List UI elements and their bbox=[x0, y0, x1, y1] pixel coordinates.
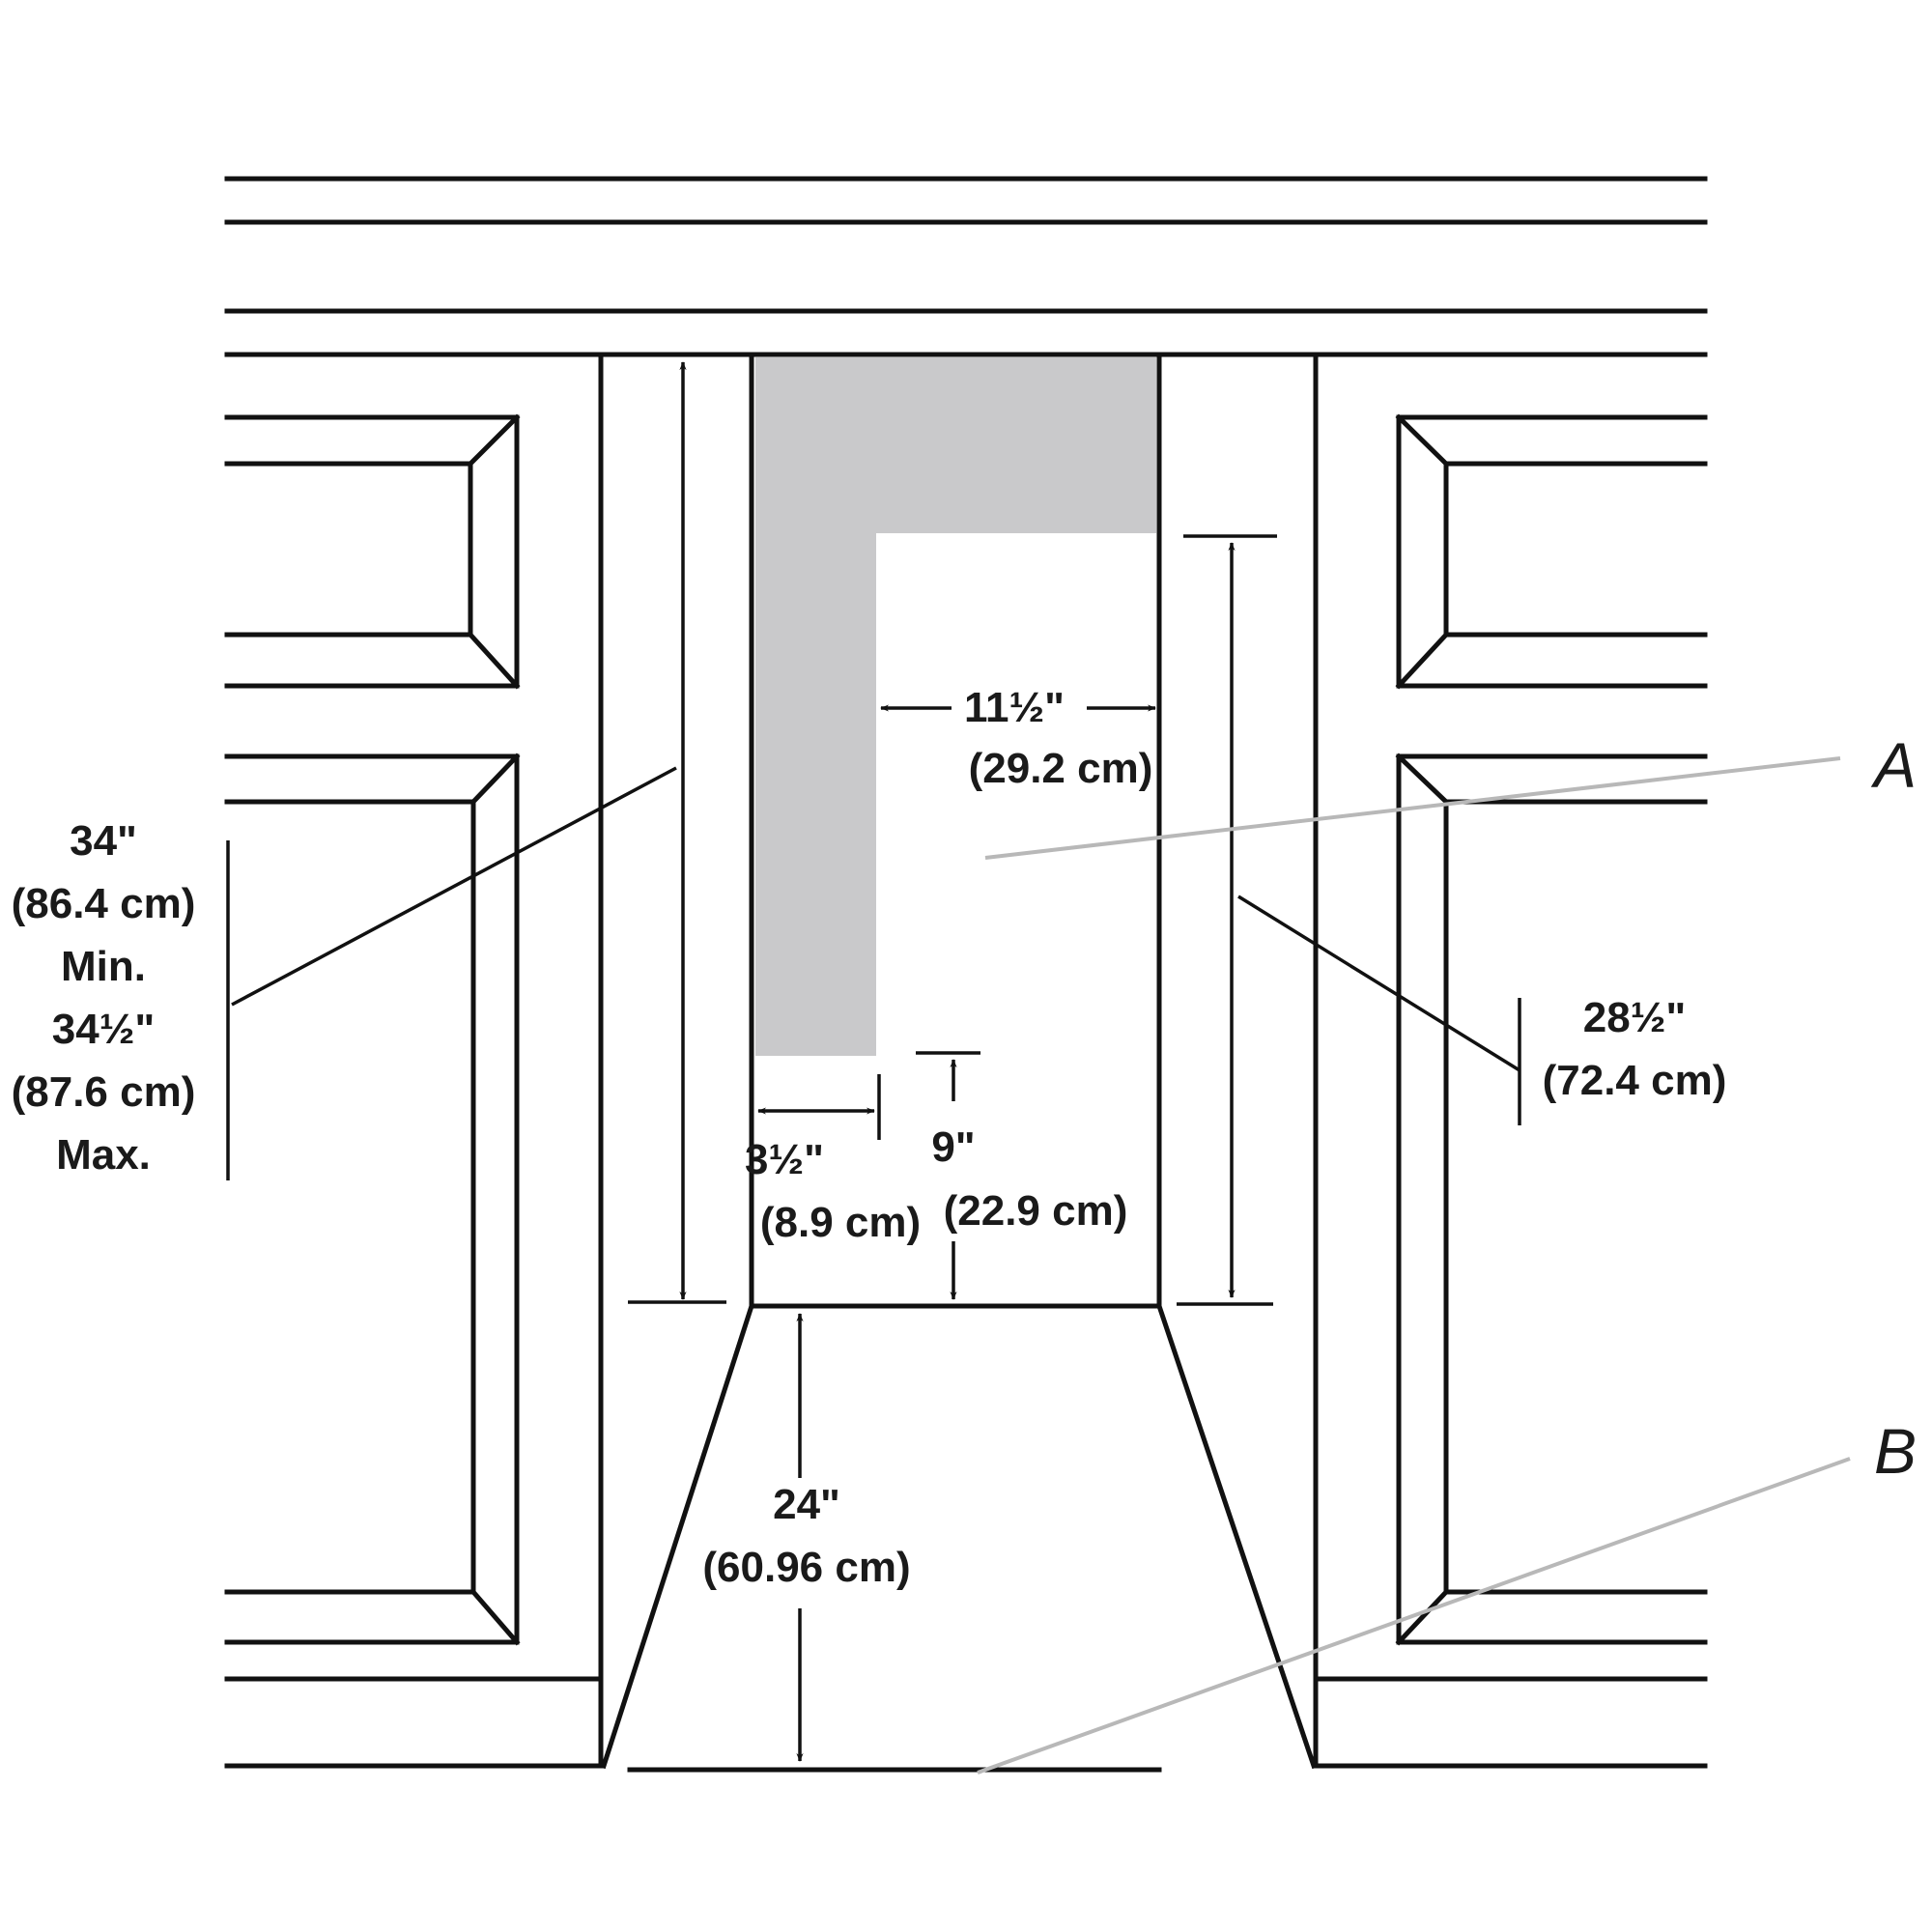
dim-bottom-offset bbox=[916, 1051, 980, 1300]
countertop-lines bbox=[224, 176, 1708, 357]
side-offset-line-2: (8.9 cm) bbox=[760, 1199, 921, 1246]
shaded-area bbox=[755, 357, 1156, 1056]
bottom-offset-line-1: 9" bbox=[931, 1123, 975, 1171]
opening-height-line-1: 28½" bbox=[1583, 994, 1687, 1041]
opening bbox=[600, 352, 1318, 1773]
callout-a: A bbox=[1870, 729, 1917, 801]
opening-height-line-2: (72.4 cm) bbox=[1543, 1057, 1727, 1104]
dim-opening-height bbox=[1177, 534, 1521, 1306]
opening-to-floor-line-1: 24" bbox=[773, 1481, 840, 1528]
opening-width-line-1: 11½" bbox=[964, 684, 1065, 731]
counter-height-line-4: 34½" bbox=[52, 1006, 156, 1053]
right-cabinet bbox=[1313, 352, 1708, 1769]
counter-height-line-6: Max. bbox=[56, 1131, 151, 1179]
opening-to-floor-line-2: (60.96 cm) bbox=[702, 1544, 910, 1591]
counter-height-line-3: Min. bbox=[61, 943, 146, 990]
side-offset-line-1: 3½" bbox=[745, 1136, 824, 1183]
callout-labels: A B bbox=[1870, 729, 1917, 1487]
counter-height-line-5: (87.6 cm) bbox=[12, 1068, 196, 1116]
dim-side-offset bbox=[757, 1074, 881, 1140]
counter-height-line-1: 34" bbox=[70, 817, 137, 865]
dimension-labels: 34" (86.4 cm) Min. 34½" (87.6 cm) Max. 1… bbox=[12, 684, 1727, 1591]
callout-b: B bbox=[1874, 1415, 1917, 1487]
left-cabinet bbox=[224, 352, 604, 1769]
callout-leaders bbox=[977, 756, 1851, 1775]
counter-height-line-2: (86.4 cm) bbox=[12, 880, 196, 927]
opening-width-line-2: (29.2 cm) bbox=[969, 745, 1153, 792]
dim-counter-height bbox=[226, 361, 726, 1304]
bottom-offset-line-2: (22.9 cm) bbox=[944, 1187, 1128, 1235]
